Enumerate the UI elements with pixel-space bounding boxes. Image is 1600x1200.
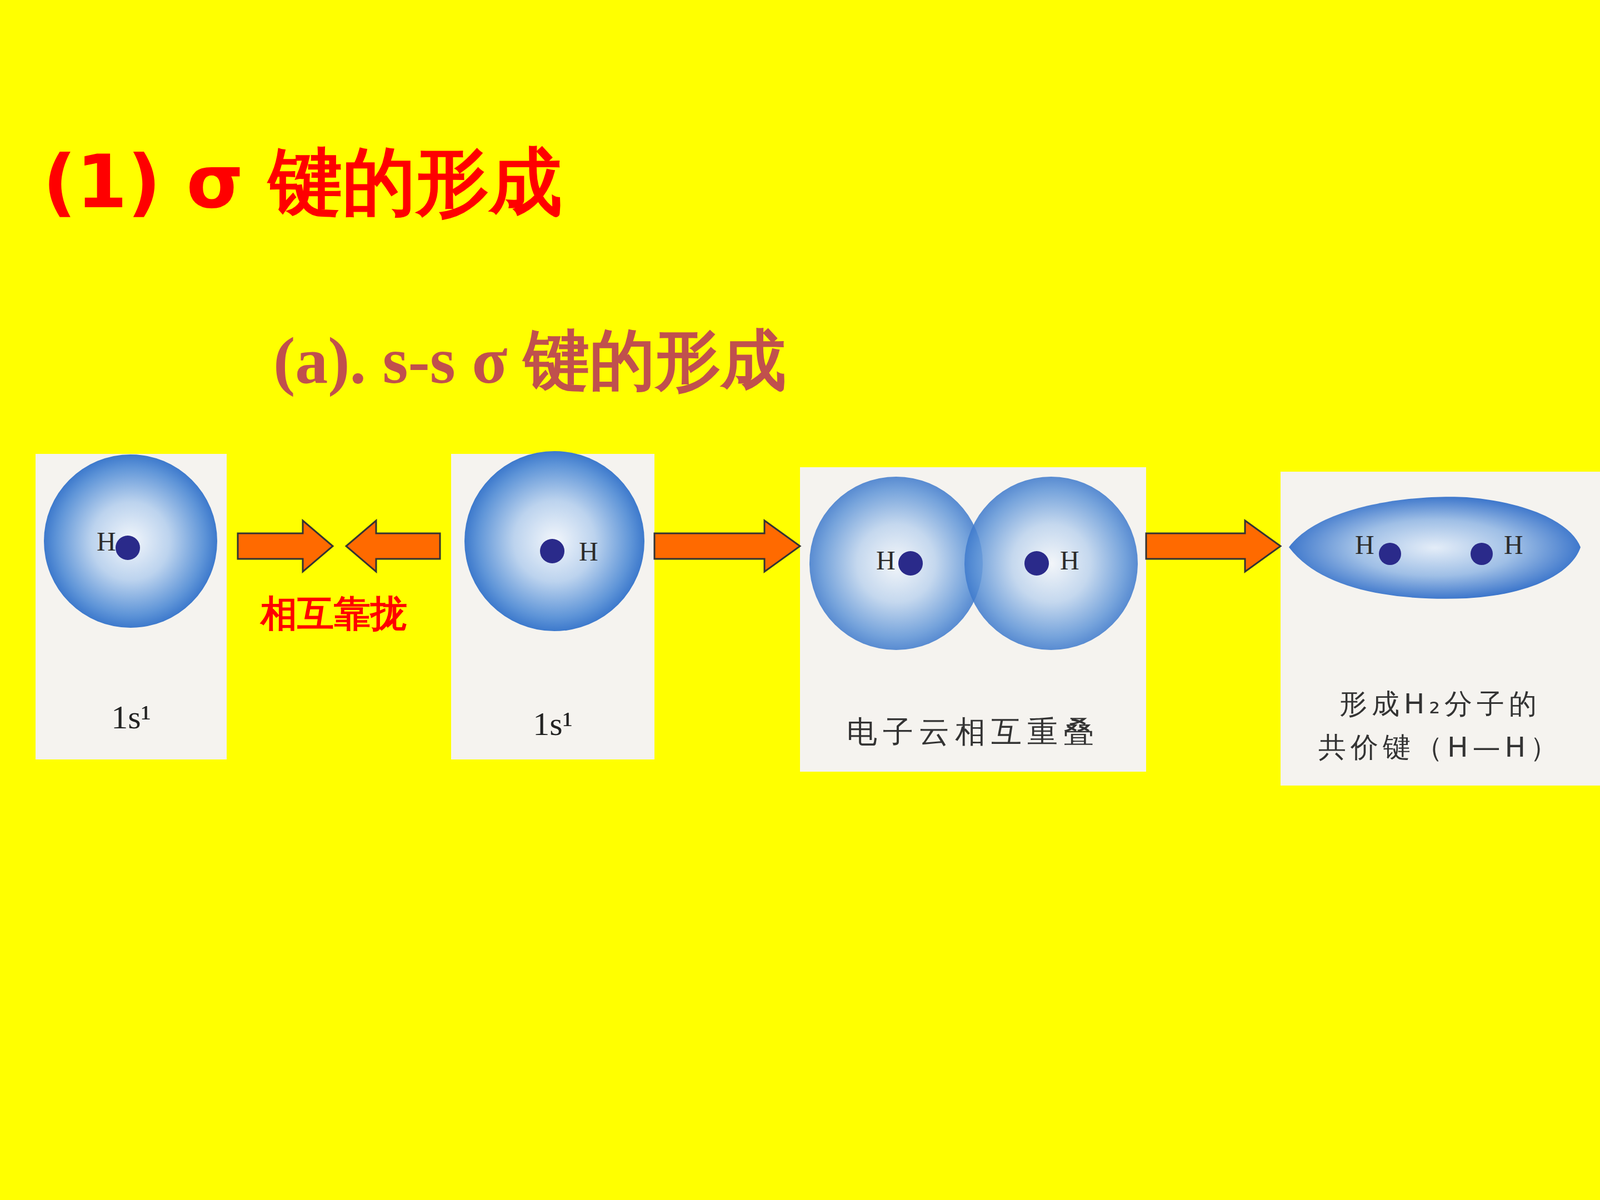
atom-label: H [1060, 545, 1080, 576]
slide-title: (1) σ 键的形成 [42, 133, 563, 233]
panel-bg [35, 453, 227, 760]
block-arrow [654, 520, 800, 572]
electron-cloud [809, 476, 983, 650]
arrow-label: 相互靠拢 [245, 588, 423, 639]
atom-label: H [1355, 529, 1375, 560]
atom-label: H [1503, 529, 1524, 560]
panel-bg [1280, 471, 1600, 786]
panel-caption: 1s¹ [451, 705, 655, 744]
electron-cloud [464, 451, 645, 632]
approach-arrow [346, 520, 440, 572]
nucleus [1470, 542, 1493, 565]
bonding-cloud [1288, 496, 1581, 599]
block-arrow [1146, 520, 1281, 572]
panel-caption: 形成H₂分子的 共价键（H—H） [1302, 682, 1578, 769]
electron-cloud [43, 454, 218, 628]
atom-label: H [876, 545, 896, 576]
atom-label: H [96, 526, 117, 557]
nucleus [1024, 551, 1049, 576]
nucleus [115, 535, 140, 560]
nucleus [898, 551, 923, 576]
panel-bg [800, 467, 1147, 772]
approach-arrow [237, 520, 333, 572]
nucleus [540, 538, 565, 564]
illustration-panel: H H 形成H₂分子的 共价键（H—H） [1280, 471, 1600, 786]
atom-label: H [578, 536, 599, 567]
illustration-panel: H 1s¹ [451, 453, 655, 760]
panel-caption: 电子云相互重叠 [800, 711, 1147, 753]
electron-cloud [964, 476, 1138, 650]
nucleus [1378, 542, 1402, 565]
illustration-panel: H 1s¹ [35, 453, 227, 760]
illustration-panel: H H 电子云相互重叠 [800, 467, 1147, 772]
panel-caption: 1s¹ [35, 698, 227, 737]
subtitle: (a). s-s σ 键的形成 [273, 316, 787, 406]
